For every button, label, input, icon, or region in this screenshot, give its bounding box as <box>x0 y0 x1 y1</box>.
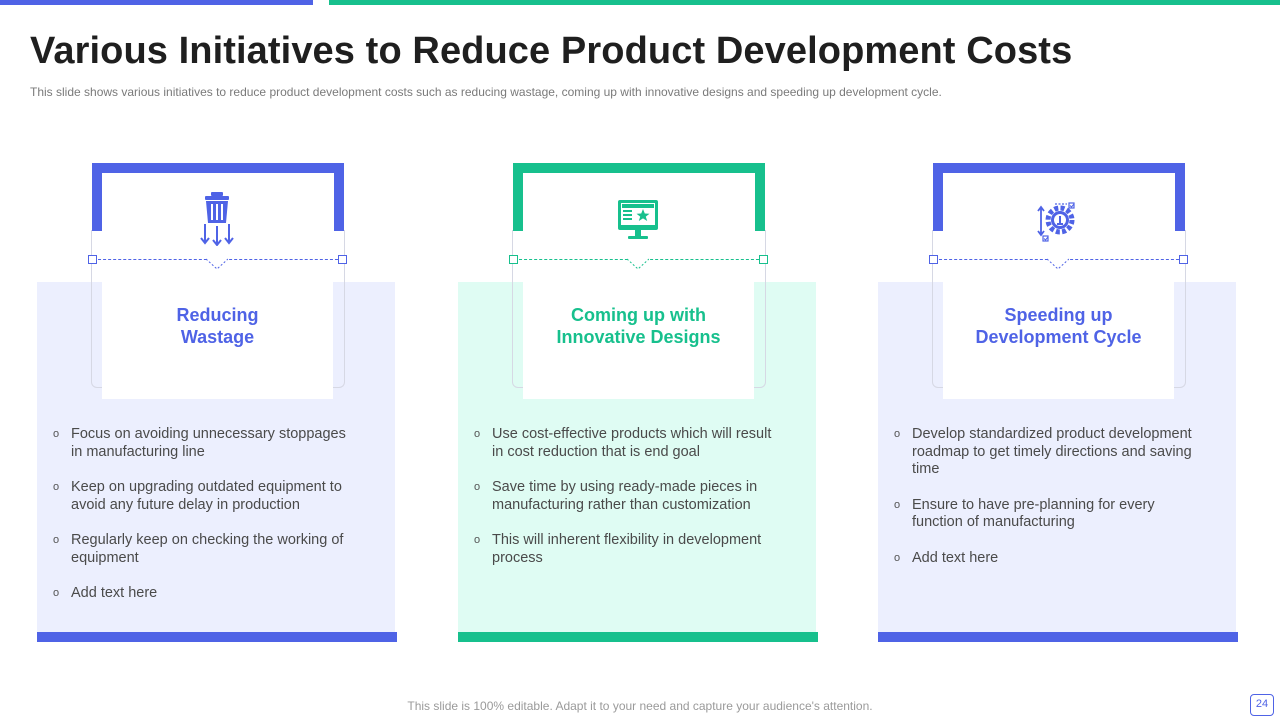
trash-bin-arrows-icon <box>200 192 234 246</box>
card-handle-right <box>759 255 768 264</box>
card-bracket <box>933 163 1185 231</box>
list-item: Ensure to have pre-planning for every fu… <box>892 497 1192 532</box>
monitor-design-icon <box>618 200 658 239</box>
list-item: This will inherent flexibility in develo… <box>472 532 772 567</box>
list-item: Save time by using ready-made pieces in … <box>472 479 772 514</box>
card-reducing-wastage: Reducing Wastage Focus on avoiding unnec… <box>37 160 397 642</box>
card-bracket <box>92 163 344 231</box>
page-subtitle: This slide shows various initiatives to … <box>30 85 942 99</box>
card-bullet-list: Focus on avoiding unnecessary stoppages … <box>51 426 351 621</box>
card-heading-text: Coming up with Innovative Designs <box>556 305 721 347</box>
list-item: Develop standardized product development… <box>892 426 1192 479</box>
card-handle-left <box>509 255 518 264</box>
card-handle-right <box>1179 255 1188 264</box>
list-item: Keep on upgrading outdated equipment to … <box>51 479 351 514</box>
card-notch <box>627 258 649 270</box>
top-accent-bar-green <box>329 0 1280 5</box>
list-item: Use cost-effective products which will r… <box>472 426 772 461</box>
list-item: Regularly keep on checking the working o… <box>51 532 351 567</box>
card-handle-right <box>338 255 347 264</box>
top-accent-bar-blue <box>0 0 313 5</box>
card-handle-left <box>929 255 938 264</box>
card-bottom-bar <box>878 632 1238 642</box>
card-bracket <box>513 163 765 231</box>
card-notch <box>1047 258 1069 270</box>
card-notch <box>206 258 228 270</box>
card-handle-left <box>88 255 97 264</box>
footer-note: This slide is 100% editable. Adapt it to… <box>407 699 873 713</box>
card-bottom-bar <box>37 632 397 642</box>
list-item: Add text here <box>892 550 1192 568</box>
card-bullet-list: Use cost-effective products which will r… <box>472 426 772 585</box>
card-heading: Reducing Wastage <box>102 304 333 348</box>
list-item: Add text here <box>51 585 351 603</box>
card-bullet-list: Develop standardized product development… <box>892 426 1192 585</box>
card-heading: Coming up with Innovative Designs <box>523 304 754 348</box>
card-innovative-designs: Coming up with Innovative Designs Use co… <box>458 160 818 642</box>
card-speeding-up-cycle: Speeding up Development Cycle Develop st… <box>878 160 1238 642</box>
page-title: Various Initiatives to Reduce Product De… <box>30 30 1073 72</box>
card-heading-text: Speeding up Development Cycle <box>975 305 1142 347</box>
card-bottom-bar <box>458 632 818 642</box>
card-heading: Speeding up Development Cycle <box>943 304 1174 348</box>
page-number-badge: 24 <box>1250 694 1274 716</box>
card-heading-text: Reducing Wastage <box>176 305 259 347</box>
gear-cycle-icon <box>1037 202 1075 242</box>
list-item: Focus on avoiding unnecessary stoppages … <box>51 426 351 461</box>
